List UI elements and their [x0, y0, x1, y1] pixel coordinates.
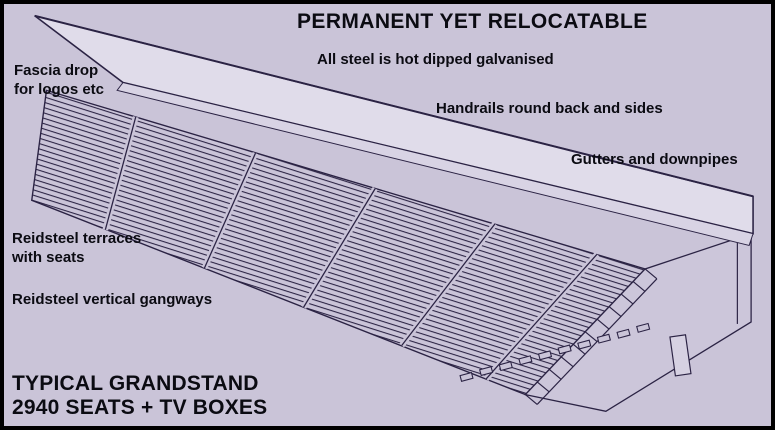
annotation-fascia: Fascia drop for logos etc — [14, 62, 104, 100]
caption-line2: 2940 SEATS + TV BOXES — [12, 395, 268, 419]
fascia-strip — [116, 81, 754, 247]
annotation-steel: All steel is hot dipped galvanised — [317, 51, 554, 68]
end-face — [524, 232, 752, 412]
annotation-fascia-line1: Fascia drop — [14, 62, 99, 79]
end-door — [669, 334, 692, 377]
page-title: PERMANENT YET RELOCATABLE — [297, 10, 648, 33]
annotation-terraces: Reidsteel terraces with seats — [12, 230, 141, 268]
annotation-gutters: Gutters and downpipes — [571, 151, 738, 168]
grandstand-drawing — [30, 14, 754, 412]
annotation-handrails: Handrails round back and sides — [436, 100, 663, 117]
tv-boxes — [459, 322, 651, 382]
annotation-terraces-line1: Reidsteel terraces — [12, 230, 142, 247]
caption-line1: TYPICAL GRANDSTAND — [12, 372, 259, 395]
annotation-fascia-line2: for logos etc — [14, 80, 105, 98]
annotation-terraces-line2: with seats — [12, 248, 85, 266]
caption: TYPICAL GRANDSTAND 2940 SEATS + TV BOXES — [12, 372, 267, 419]
roof — [34, 14, 754, 247]
annotation-gangways: Reidsteel vertical gangways — [12, 291, 213, 308]
vertical-gangways — [102, 116, 600, 381]
